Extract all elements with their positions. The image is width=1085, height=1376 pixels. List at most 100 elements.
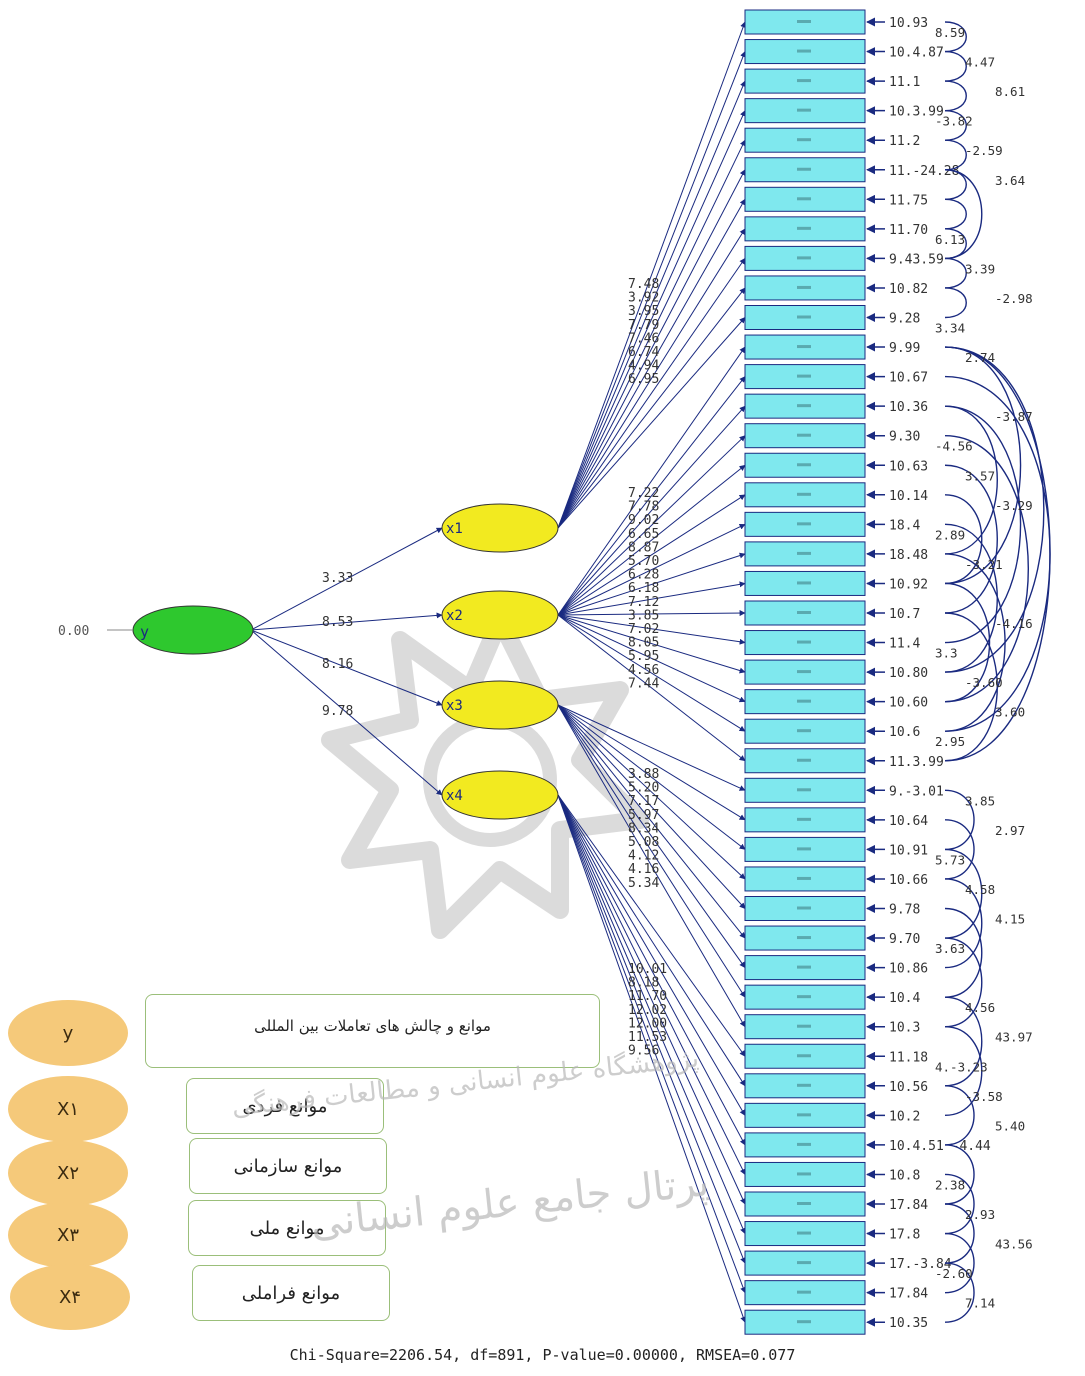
error-variance: 10.63 (889, 459, 928, 474)
indicator-mini-label (797, 1231, 811, 1235)
legend-label-y: موانع و چالش های تعاملات بین المللی (145, 994, 600, 1068)
loading-path-x1 (557, 317, 746, 529)
loading-value-x3: 3.88 (628, 767, 659, 782)
error-covariance-arc (944, 435, 1029, 703)
error-covariance-arc (944, 612, 998, 762)
indicator-mini-label (797, 1320, 811, 1324)
error-covariance-arc (944, 346, 1022, 585)
indicator-mini-label (797, 463, 811, 467)
error-covariance-arc (944, 1232, 975, 1294)
loading-value-x1: 7.46 (628, 331, 659, 346)
loading-path-x3 (557, 704, 746, 939)
error-variance: 17.8 (889, 1228, 920, 1243)
error-variance: 10.2 (889, 1109, 920, 1124)
covariance-value: 8.61 (995, 84, 1025, 99)
indicator-mini-label (797, 965, 811, 969)
error-variance: 10.3.99 (889, 105, 944, 120)
covariance-value: 5.73 (935, 852, 965, 867)
loading-value-x4: 9.56 (628, 1044, 659, 1059)
error-covariance-arc (944, 375, 1051, 732)
loading-path-x2 (557, 614, 746, 674)
latent-y (132, 605, 254, 655)
indicator-mini-label (797, 79, 811, 83)
indicator-mini-label (797, 1083, 811, 1087)
indicator-mini-label (797, 581, 811, 585)
legend-label-x3: موانع ملی (188, 1200, 386, 1256)
indicator-mini-label (797, 226, 811, 230)
error-covariance-arc (944, 21, 967, 53)
loading-value-x4: 10.01 (628, 962, 667, 977)
error-covariance-arc (944, 1173, 975, 1235)
covariance-value: -3.87 (995, 409, 1033, 424)
indicator-box (744, 925, 866, 951)
loading-path-x1 (557, 257, 746, 529)
indicator-mini-label (797, 492, 811, 496)
loading-value-x2: 8.87 (628, 540, 659, 555)
error-variance: 10.35 (889, 1316, 928, 1331)
error-variance: 17.-3.84 (889, 1257, 952, 1272)
error-variance: 10.8 (889, 1168, 920, 1183)
indicator-mini-label (797, 670, 811, 674)
covariance-value: 43.56 (995, 1237, 1033, 1252)
covariance-value: 5.40 (995, 1118, 1025, 1133)
path-y-x4 (250, 629, 443, 796)
legend-circle-x3: X۳ (8, 1202, 128, 1268)
error-covariance-arc (944, 582, 991, 703)
error-covariance-arc (944, 996, 983, 1087)
loading-path-x1 (557, 287, 746, 529)
covariance-value: 3.57 (965, 468, 995, 483)
covariance-value: -3.58 (965, 1089, 1003, 1104)
covariance-value: -3.60 (965, 675, 1003, 690)
loading-path-x1 (557, 50, 746, 529)
error-variance: 10.67 (889, 371, 928, 386)
indicator-mini-label (797, 522, 811, 526)
indicator-mini-label (797, 640, 811, 644)
y-x3-coef: 8.16 (322, 657, 353, 672)
loading-path-x2 (557, 610, 746, 617)
loading-value-x4: 11.70 (628, 989, 667, 1004)
error-variance: 10.14 (889, 489, 928, 504)
y-x2-coef: 8.53 (322, 615, 353, 630)
error-covariance-arc (944, 50, 967, 82)
indicator-mini-label (797, 1142, 811, 1146)
indicator-box (744, 896, 866, 921)
indicator-mini-label (797, 876, 811, 880)
indicator-mini-label (797, 315, 811, 319)
path-y-x2 (250, 612, 443, 631)
error-variance: 10.4 (889, 991, 920, 1006)
error-covariance-arc (944, 937, 983, 1028)
error-variance: 18.4 (889, 518, 920, 533)
error-variance: 11.18 (889, 1050, 928, 1065)
legend-label-x2: موانع سازمانی (189, 1138, 387, 1194)
legend-circle-x2: X۲ (8, 1140, 128, 1206)
loading-value-x2: 9.02 (628, 513, 659, 528)
loading-value-x3: 8.34 (628, 821, 659, 836)
loading-value-x1: 4.94 (628, 359, 659, 374)
loading-value-x2: 7.44 (628, 676, 659, 691)
covariance-value: -2.98 (995, 291, 1033, 306)
covariance-value: 2.95 (935, 734, 965, 749)
loading-path-x3 (557, 704, 746, 850)
legend-circle-y: y (8, 1000, 128, 1066)
indicator-mini-label (797, 699, 811, 703)
correlations-layer: 8.594.478.61-3.82-2.593.646.133.39-2.983… (935, 21, 1051, 1323)
loading-value-x2: 7.22 (628, 486, 659, 501)
loading-path-x4 (557, 794, 746, 1057)
error-covariance-arc (944, 494, 983, 585)
fit-statistics: Chi-Square=2206.54, df=891, P-value=0.00… (289, 1346, 796, 1364)
loading-path-x1 (557, 198, 746, 529)
error-variance: 9.-3.01 (889, 784, 944, 799)
loading-path-x2 (557, 376, 746, 616)
loading-value-x2: 6.65 (628, 527, 659, 542)
loading-value-x2: 7.78 (628, 500, 659, 515)
error-variance: 10.93 (889, 16, 928, 31)
error-variance: 10.80 (889, 666, 928, 681)
covariance-value: 3.63 (935, 941, 965, 956)
indicator-mini-label (797, 167, 811, 171)
error-variance: 17.84 (889, 1198, 928, 1213)
loading-value-x4: 8.18 (628, 976, 659, 991)
indicator-box (744, 748, 866, 774)
covariance-value: 4.47 (965, 55, 995, 70)
error-covariance-arc (944, 1262, 975, 1323)
error-variance: 9.99 (889, 341, 920, 356)
